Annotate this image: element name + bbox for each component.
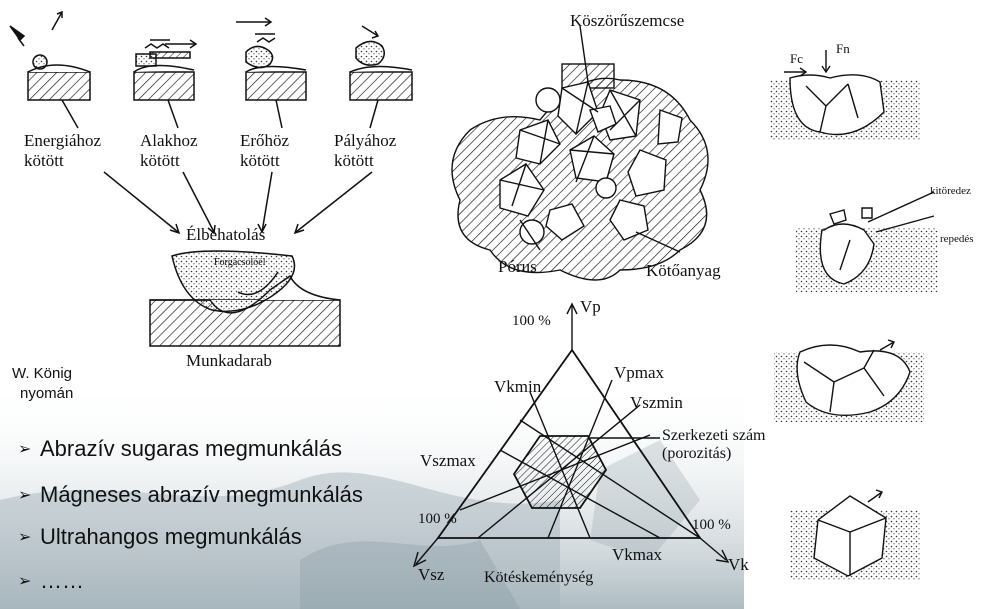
- bullet-item-1: ➢Abrazív sugaras megmunkálás: [18, 436, 343, 461]
- pct-left: 100 %: [418, 511, 457, 527]
- label-vkmax: Vkmax: [612, 545, 663, 564]
- bullet-item-3: ➢Ultrahangos megmunkálás: [18, 524, 302, 549]
- axis-label-vsz: Vsz: [418, 565, 445, 584]
- force-label-fc: Fc: [790, 51, 803, 66]
- label-vpmax: Vpmax: [614, 363, 665, 382]
- chip-edge-label: Forgácsolóél: [214, 257, 266, 268]
- binder-label: Kötőanyag: [646, 261, 721, 280]
- porosity-label: (porozitás): [662, 445, 732, 462]
- bullet-item-2: ➢Mágneses abrazív megmunkálás: [18, 482, 363, 507]
- credit-line-1: W. König: [12, 365, 73, 382]
- bond-hardness-label: Kötéskeménység: [484, 569, 594, 586]
- force-label-fn: Fn: [836, 41, 850, 56]
- arrow-bullet-icon: ➢: [18, 441, 32, 458]
- bullet-item-4: ➢……: [18, 568, 84, 593]
- label-force-bound-2: kötött: [240, 151, 280, 170]
- arrow-bullet-icon: ➢: [18, 529, 32, 546]
- crack-label: repedés: [940, 233, 974, 245]
- workpiece-label: Munkadarab: [186, 351, 272, 370]
- label-vszmax: Vszmax: [420, 451, 476, 470]
- label-force-bound: Erőhöz: [240, 131, 290, 150]
- credit-line-2: nyomán: [20, 385, 74, 402]
- label-energy-bound: Energiához: [24, 131, 102, 150]
- breakout-label: kitöredez: [930, 185, 971, 197]
- label-energy-bound-2: kötött: [24, 151, 64, 170]
- grain-label: Köszörűszemcse: [570, 11, 685, 30]
- label-path-bound-2: kötött: [334, 151, 374, 170]
- pct-top: 100 %: [512, 313, 551, 329]
- edge-penetration-title: Élbehatolás: [186, 225, 266, 244]
- arrow-bullet-icon: ➢: [18, 487, 32, 504]
- grinding-wheel-triangle: [412, 302, 730, 568]
- axis-label-vp: Vp: [580, 297, 601, 316]
- label-shape-bound: Alakhoz: [140, 131, 198, 150]
- pore-label: Pórus: [498, 257, 537, 276]
- grain-types-diagram: [9, 10, 413, 347]
- arrow-bullet-icon: ➢: [18, 573, 32, 590]
- grain-structure-diagram: [451, 25, 709, 281]
- axis-label-vk: Vk: [728, 555, 749, 574]
- label-path-bound: Pályához: [334, 131, 397, 150]
- wear-mechanisms-diagram: [770, 50, 938, 580]
- label-vkmin: Vkmin: [494, 377, 542, 396]
- structure-number-label: Szerkezeti szám: [662, 427, 766, 444]
- label-shape-bound-2: kötött: [140, 151, 180, 170]
- pct-right: 100 %: [692, 517, 731, 533]
- label-vszmin: Vszmin: [630, 393, 683, 412]
